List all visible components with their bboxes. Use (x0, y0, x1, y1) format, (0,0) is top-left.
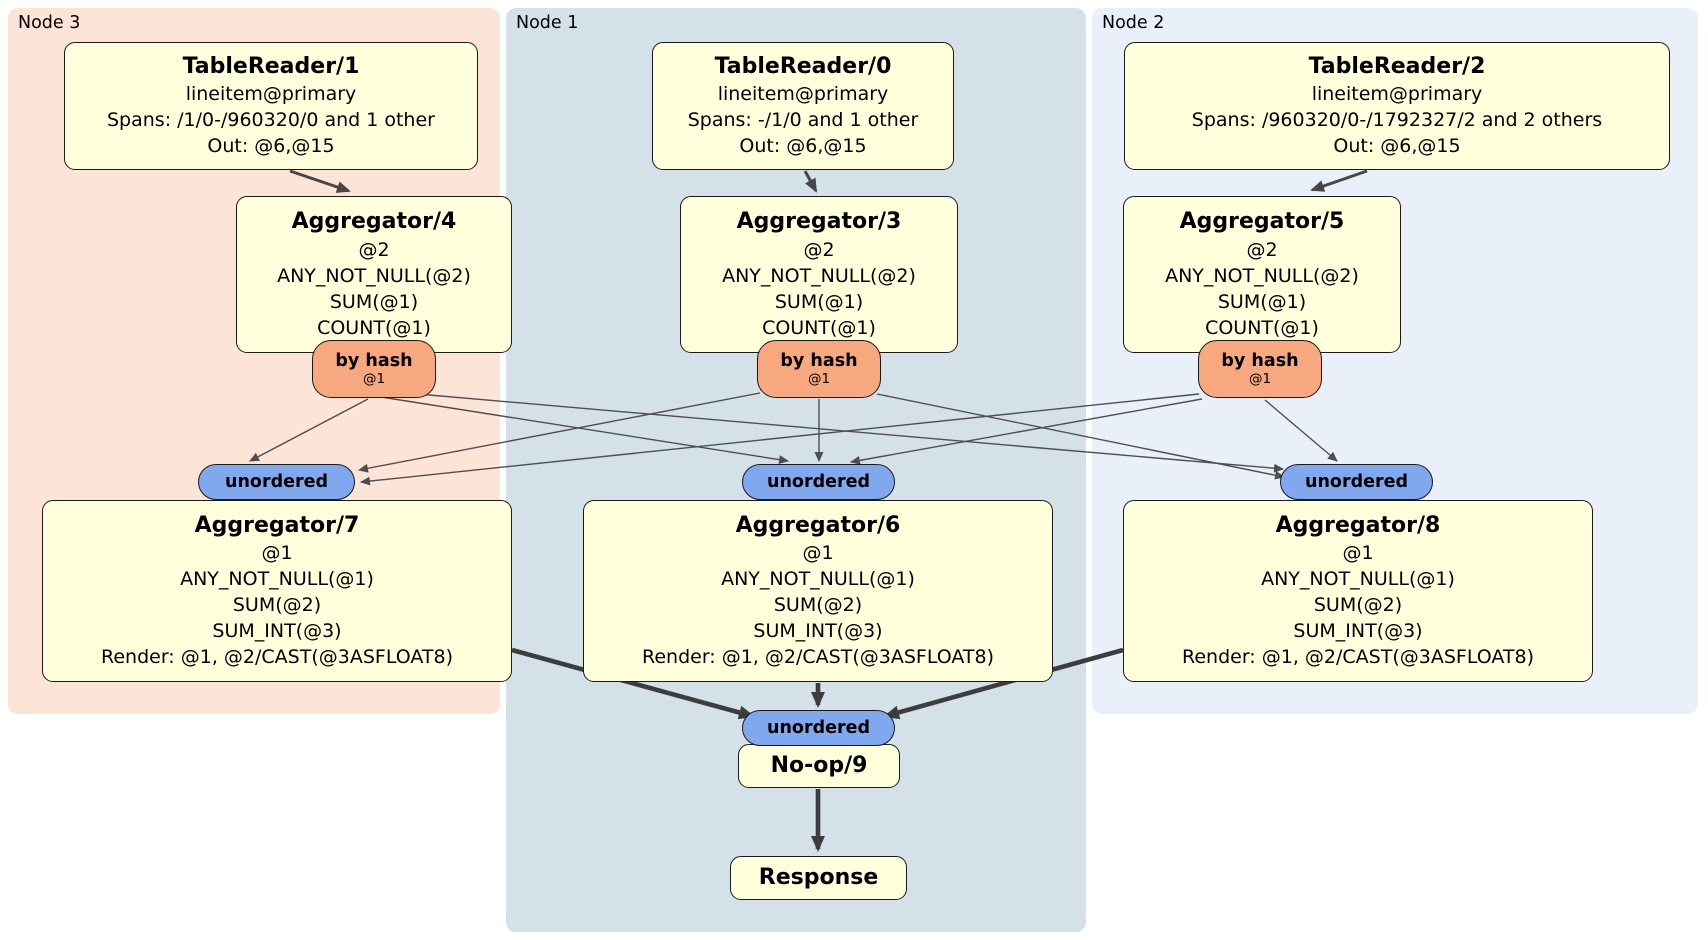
processor-detail: @1 (802, 542, 834, 565)
processor-aggregator-4: Aggregator/4 @2 ANY_NOT_NULL(@2) SUM(@1)… (236, 196, 512, 353)
router-label: by hash (1221, 350, 1299, 371)
processor-detail: Out: @6,@15 (207, 135, 335, 158)
region-node-3-label: Node 3 (18, 13, 81, 33)
processor-detail: COUNT(@1) (317, 316, 431, 339)
sync-label: unordered (225, 472, 328, 492)
processor-detail: ANY_NOT_NULL(@1) (1261, 568, 1455, 591)
router-detail: @1 (807, 370, 831, 387)
processor-detail: ANY_NOT_NULL(@2) (722, 264, 916, 287)
processor-detail: @2 (358, 238, 390, 261)
edge-hashB-syncC (876, 393, 1285, 480)
edge-agg7-syncD (511, 647, 755, 720)
edge-hashB-syncA (358, 392, 761, 473)
processor-tablereader-1: TableReader/1 lineitem@primary Spans: /1… (64, 42, 478, 170)
edge-tr0-agg3 (803, 170, 818, 193)
processor-title: TableReader/1 (182, 53, 360, 79)
edge-hashA-syncA (249, 398, 369, 462)
router-by-hash-node1: by hash @1 (757, 340, 881, 398)
processor-title: Response (758, 864, 879, 890)
processor-detail: ANY_NOT_NULL(@1) (721, 568, 915, 591)
edge-tr1-agg4 (289, 169, 351, 193)
processor-detail: SUM_INT(@3) (753, 620, 883, 643)
processor-noop-9: No-op/9 (738, 744, 900, 788)
processor-title: Aggregator/3 (736, 209, 902, 235)
processor-detail: SUM(@2) (773, 594, 863, 617)
edge-agg8-syncD (883, 647, 1124, 720)
router-by-hash-node3: by hash @1 (312, 340, 436, 398)
processor-aggregator-3: Aggregator/3 @2 ANY_NOT_NULL(@2) SUM(@1)… (680, 196, 958, 353)
response-node: Response (730, 856, 907, 900)
edge-hashC-syncB (850, 398, 1203, 465)
processor-detail: @2 (1246, 238, 1278, 261)
processor-title: TableReader/0 (714, 53, 892, 79)
sync-label: unordered (1305, 472, 1408, 492)
processor-detail: ANY_NOT_NULL(@1) (180, 568, 374, 591)
sync-unordered-node2: unordered (1280, 464, 1433, 500)
processor-aggregator-6: Aggregator/6 @1 ANY_NOT_NULL(@1) SUM(@2)… (583, 500, 1053, 682)
processor-detail: SUM(@1) (774, 290, 864, 313)
processor-detail: SUM(@2) (232, 594, 322, 617)
processor-detail: Out: @6,@15 (739, 135, 867, 158)
region-node-2-label: Node 2 (1102, 13, 1165, 33)
sync-label: unordered (767, 718, 870, 738)
region-node-1-label: Node 1 (516, 13, 579, 33)
processor-detail: Render: @1, @2/CAST(@3ASFLOAT8) (642, 646, 994, 669)
edge-hashC-syncA (360, 393, 1200, 486)
processor-title: Aggregator/5 (1179, 209, 1345, 235)
processor-detail: lineitem@primary (1311, 83, 1483, 106)
processor-detail: lineitem@primary (717, 83, 889, 106)
processor-detail: Render: @1, @2/CAST(@3ASFLOAT8) (101, 646, 453, 669)
processor-detail: SUM_INT(@3) (1293, 620, 1423, 643)
processor-title: Aggregator/8 (1275, 512, 1441, 538)
processor-aggregator-7: Aggregator/7 @1 ANY_NOT_NULL(@1) SUM(@2)… (42, 500, 512, 682)
sync-unordered-final: unordered (742, 710, 895, 746)
processor-detail: SUM_INT(@3) (212, 620, 342, 643)
processor-title: TableReader/2 (1308, 53, 1486, 79)
edge-hashC-syncC (1264, 399, 1338, 462)
processor-title: Aggregator/6 (735, 512, 901, 538)
processor-detail: ANY_NOT_NULL(@2) (277, 264, 471, 287)
processor-detail: SUM(@2) (1313, 594, 1403, 617)
processor-detail: @1 (261, 542, 293, 565)
processor-detail: @1 (1342, 542, 1374, 565)
router-label: by hash (780, 350, 858, 371)
sync-label: unordered (767, 472, 870, 492)
router-detail: @1 (362, 370, 386, 387)
sync-unordered-node1: unordered (742, 464, 895, 500)
router-detail: @1 (1248, 370, 1272, 387)
processor-detail: COUNT(@1) (1205, 316, 1319, 339)
processor-detail: COUNT(@1) (762, 316, 876, 339)
edge-hashA-syncC (382, 390, 1284, 473)
processor-tablereader-2: TableReader/2 lineitem@primary Spans: /9… (1124, 42, 1670, 170)
processor-detail: Spans: -/1/0 and 1 other (687, 109, 919, 132)
processor-detail: SUM(@1) (1217, 290, 1307, 313)
processor-detail: Render: @1, @2/CAST(@3ASFLOAT8) (1182, 646, 1534, 669)
processor-tablereader-0: TableReader/0 lineitem@primary Spans: -/… (652, 42, 954, 170)
processor-title: Aggregator/7 (194, 512, 360, 538)
processor-aggregator-5: Aggregator/5 @2 ANY_NOT_NULL(@2) SUM(@1)… (1123, 196, 1401, 353)
processor-aggregator-8: Aggregator/8 @1 ANY_NOT_NULL(@1) SUM(@2)… (1123, 500, 1593, 682)
processor-detail: SUM(@1) (329, 290, 419, 313)
processor-detail: lineitem@primary (185, 83, 357, 106)
processor-detail: @2 (803, 238, 835, 261)
processor-title: No-op/9 (770, 752, 868, 778)
router-label: by hash (335, 350, 413, 371)
edge-hashA-syncB (380, 396, 789, 465)
processor-detail: ANY_NOT_NULL(@2) (1165, 264, 1359, 287)
edge-tr2-agg5 (1310, 169, 1368, 192)
processor-detail: Spans: /960320/0-/1792327/2 and 2 others (1191, 109, 1603, 132)
sync-unordered-node3: unordered (198, 464, 355, 500)
processor-title: Aggregator/4 (291, 209, 457, 235)
processor-detail: Spans: /1/0-/960320/0 and 1 other (107, 109, 435, 132)
processor-detail: Out: @6,@15 (1333, 135, 1461, 158)
router-by-hash-node2: @1 by hash @1 (1198, 340, 1322, 398)
